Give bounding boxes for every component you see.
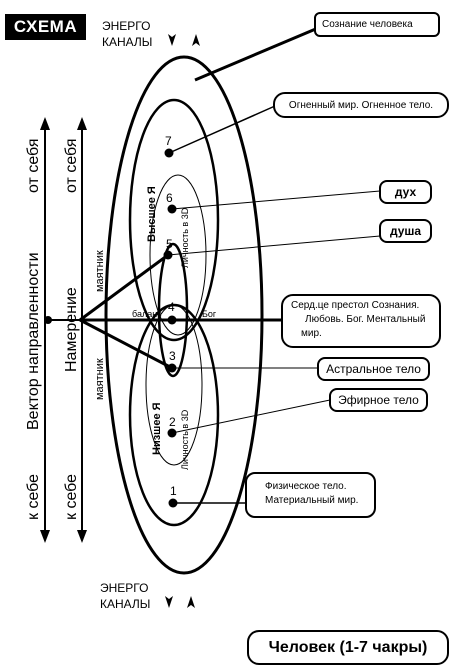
callout-physical-line1: Физическое тело. [265, 481, 347, 492]
diagram-title: Человек (1-7 чакры) [247, 630, 449, 665]
connector-soul [167, 235, 381, 256]
callout-fire-world: Огненный мир. Огненное тело. [273, 92, 449, 118]
pendulum-top-label: маятник [94, 250, 106, 292]
arrow-up-icon [40, 117, 50, 130]
ray-to-3 [79, 318, 173, 370]
ray-to-5 [79, 253, 169, 322]
callout-etheric-text: Эфирное тело [338, 393, 419, 407]
callout-physical-line2: Материальный мир. [265, 495, 359, 506]
connector-consciousness [194, 26, 319, 82]
energy-channels-top-line2: КАНАЛЫ [102, 35, 153, 49]
callout-heart: Серд.це престол Сознания. Любовь. Бог. М… [281, 294, 441, 348]
callout-heart-line2: Любовь. Бог. Ментальный [305, 314, 426, 325]
god-label: Бог [202, 309, 217, 319]
callout-astral: Астральное тело [317, 357, 430, 381]
arrow-down-icon [77, 530, 87, 543]
callout-physical: Физическое тело. Материальный мир. [245, 472, 376, 518]
callout-heart-line3: мир. [301, 328, 322, 339]
chakra-3-label: 3 [169, 349, 176, 363]
consciousness-ellipse [104, 55, 264, 575]
chakra-4-label: 4 [168, 300, 175, 314]
callout-consciousness-text: Сознание человека [322, 19, 413, 30]
personality-top-label: Личность в 3D [180, 207, 190, 268]
callout-astral-text: Астральное тело [326, 362, 421, 376]
chakra-6-label: 6 [166, 191, 173, 205]
callout-soul: душа [379, 219, 432, 243]
callout-consciousness: Сознание человека [314, 12, 440, 37]
vector-label: Вектор направленности [25, 252, 42, 430]
connector-fire-world [168, 105, 276, 154]
energy-channels-top: ЭНЕРГО КАНАЛЫ [102, 18, 152, 50]
arrow-down-icon [40, 530, 50, 543]
pendulum-bottom-label: маятник [94, 358, 106, 400]
callout-soul-text: душа [389, 224, 422, 238]
energy-channels-bottom-line1: ЭНЕРГО [100, 581, 149, 595]
chakra-5-label: 5 [166, 237, 173, 251]
arrow-up-icon [187, 596, 195, 608]
energy-arrows-bottom [165, 596, 195, 608]
chakra-7-label: 7 [165, 134, 172, 148]
callout-spirit: дух [379, 180, 432, 204]
callout-etheric: Эфирное тело [329, 388, 428, 412]
connector-spirit [171, 190, 381, 210]
arrow-up-icon [192, 34, 200, 46]
from-self-outer-label: от себя [25, 138, 42, 193]
energy-channels-top-line1: ЭНЕРГО [102, 19, 151, 33]
personality-bottom-label: Личность в 3D [180, 409, 190, 470]
schema-badge: СХЕМА [5, 14, 86, 40]
chakra-2-label: 2 [169, 415, 176, 429]
chakra-1-label: 1 [170, 484, 177, 498]
upper-ellipse [128, 98, 220, 342]
diagram-title-text: Человек (1-7 чакры) [268, 638, 428, 656]
callout-heart-line1: Серд.це престол Сознания. [291, 300, 420, 311]
from-self-inner-label: от себя [63, 138, 80, 193]
to-self-outer-label: к себе [25, 474, 42, 520]
to-self-inner-label: к себе [63, 474, 80, 520]
higher-self-label: Высшее Я [146, 186, 158, 242]
arrow-down-icon [165, 596, 173, 608]
balance-label: баланс [132, 309, 162, 319]
lower-self-label: Низшее Я [151, 402, 163, 455]
energy-channels-bottom: ЭНЕРГО КАНАЛЫ [100, 580, 150, 612]
arrow-up-icon [77, 117, 87, 130]
energy-channels-bottom-line2: КАНАЛЫ [100, 597, 151, 611]
personality-oval-bottom [145, 304, 203, 466]
arrow-down-icon [168, 34, 176, 46]
callout-fire-world-text: Огненный мир. Огненное тело. [288, 99, 434, 111]
connector-etheric [171, 399, 331, 434]
heart-oval [157, 242, 189, 378]
energy-arrows-top [168, 34, 200, 46]
callout-spirit-text: дух [394, 185, 417, 199]
intention-label: Намерение [63, 287, 80, 372]
personality-oval-top [149, 174, 207, 336]
